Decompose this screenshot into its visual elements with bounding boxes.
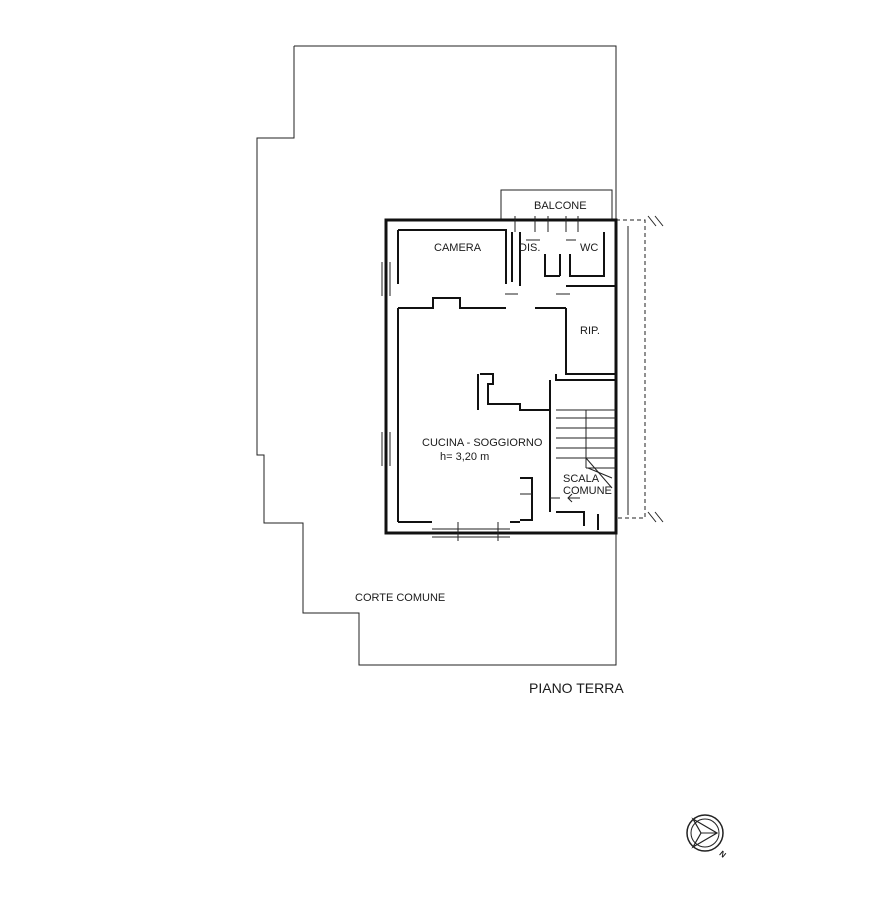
interior-walls <box>397 229 616 530</box>
room-height-label: h= 3,20 m <box>440 451 489 463</box>
courtyard-label: CORTE COMUNE <box>355 592 445 604</box>
window-symbols <box>381 216 579 541</box>
room-label-comune: COMUNE <box>563 485 612 497</box>
door-markers <box>505 239 576 499</box>
floor-title: PIANO TERRA <box>529 680 624 696</box>
compass-north-label: N <box>717 849 727 860</box>
overhang-dashed-outline <box>616 219 646 519</box>
room-label-rip: RIP. <box>580 325 600 337</box>
compass-icon <box>686 814 724 852</box>
building-outer-wall <box>384 218 618 535</box>
room-label-camera: CAMERA <box>434 242 482 254</box>
room-label-dis: DIS. <box>519 242 540 254</box>
room-label-balcone: BALCONE <box>534 200 587 212</box>
overhang-tick <box>654 215 664 227</box>
overhang-tick <box>647 511 657 523</box>
courtyard-outline <box>256 45 617 666</box>
room-label-wc: WC <box>580 242 598 254</box>
room-label-cucina: CUCINA - SOGGIORNO <box>422 437 543 449</box>
room-label-scala: SCALA <box>563 473 600 485</box>
overhang-tick <box>647 215 657 227</box>
staircase <box>556 409 616 503</box>
overhang-tick <box>654 511 664 523</box>
